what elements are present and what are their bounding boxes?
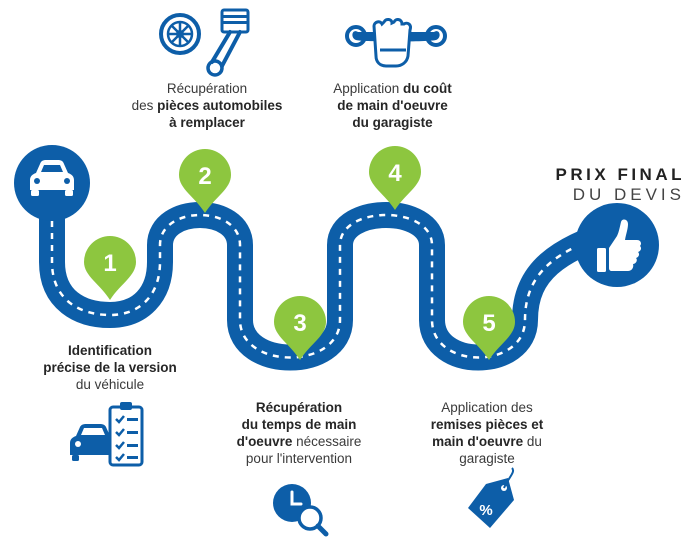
step-1-line-3: du véhicule <box>75 377 145 392</box>
final-line-1: PRIX FINAL <box>555 165 685 184</box>
pin-number: 1 <box>103 250 116 277</box>
step-pin-1: 1 <box>84 236 136 300</box>
step-1-line-2: précise de la version <box>43 360 177 375</box>
step-pin-3: 3 <box>274 296 326 360</box>
step-1-line-1: Identification <box>68 343 152 358</box>
step-2-text: Récupération des pièces automobiles à re… <box>122 80 292 131</box>
car-checklist-icon <box>70 402 144 467</box>
step-4-line-3: du garagiste <box>352 115 433 130</box>
pin-shape <box>179 149 231 213</box>
step-2-line-3: à remplacer <box>169 115 245 130</box>
step-3-line-4: pour l'intervention <box>245 451 353 466</box>
price-tag-percent-icon: % <box>468 467 514 528</box>
road <box>39 172 625 371</box>
step-5-line-1: Application des <box>441 400 533 415</box>
step-1-text: Identification précise de la version du … <box>30 342 190 393</box>
pin-shape <box>274 296 326 360</box>
pin-number: 5 <box>482 310 495 337</box>
final-price-title: PRIX FINAL DU DEVIS <box>556 165 685 205</box>
step-3-line-2: du temps de main <box>241 417 357 432</box>
step-3-text: Récupération du temps de main d'oeuvre n… <box>214 399 384 467</box>
step-5-line-4: garagiste <box>459 451 515 466</box>
step-pin-4: 4 <box>369 146 421 210</box>
step-5-line-3: main d'oeuvre du <box>432 434 542 449</box>
step-5-line-2: remises pièces et <box>430 417 544 432</box>
hand-wrench-icon <box>345 18 447 68</box>
pin-number: 4 <box>388 160 402 187</box>
pin-number: 3 <box>293 310 306 337</box>
start-car-circle <box>14 145 90 221</box>
step-3-line-3: d'oeuvre nécessaire <box>236 434 362 449</box>
pin-number: 2 <box>198 163 211 190</box>
thumbs-up-icon <box>597 219 642 272</box>
end-thumbs-circle <box>575 203 659 287</box>
final-line-2: DU DEVIS <box>572 185 685 204</box>
pins: 1 2 3 4 5 <box>84 146 515 360</box>
step-4-text: Application du coût de main d'oeuvre du … <box>305 80 480 131</box>
step-5-text: Application des remises pièces et main d… <box>402 399 572 467</box>
step-2-line-2: des pièces automobiles <box>131 98 283 113</box>
pin-shape <box>84 236 136 300</box>
pin-shape <box>369 146 421 210</box>
step-pin-5: 5 <box>463 296 515 360</box>
step-2-line-1: Récupération <box>166 81 248 96</box>
car-icon <box>30 160 74 196</box>
wheel-piston-icon <box>159 8 250 77</box>
percent-label: % <box>479 502 492 519</box>
pin-shape <box>463 296 515 360</box>
step-4-line-1: Application du coût <box>333 81 452 96</box>
step-4-line-2: de main d'oeuvre <box>337 98 448 113</box>
clock-magnifier-icon <box>273 484 329 537</box>
step-3-line-1: Récupération <box>255 400 343 415</box>
step-pin-2: 2 <box>179 149 231 213</box>
